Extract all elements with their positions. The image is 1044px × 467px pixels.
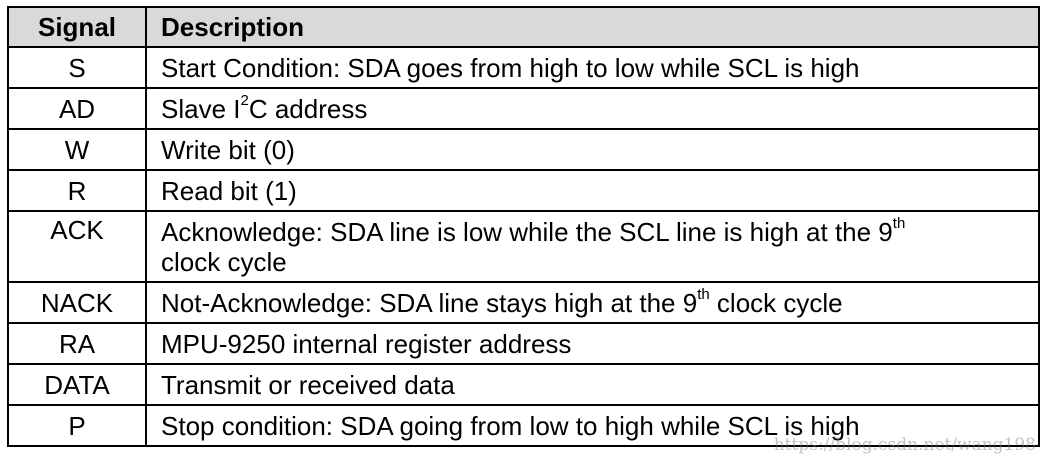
table-row: NACK Not-Acknowledge: SDA line stays hig… [7, 281, 1040, 324]
description-text: Not-Acknowledge: SDA line stays high at … [161, 287, 698, 318]
table-row: RA MPU-9250 internal register address [7, 322, 1040, 365]
description-text: clock cycle [161, 246, 287, 277]
table-row: ACK Acknowledge: SDA line is low while t… [7, 210, 1040, 283]
table-row: R Read bit (1) [7, 169, 1040, 212]
signal-cell: P [7, 404, 147, 447]
description-cell: Transmit or received data [145, 363, 1040, 406]
table-row: AD Slave I2C address [7, 87, 1040, 130]
signal-cell: S [7, 46, 147, 89]
description-cell: Acknowledge: SDA line is low while the S… [145, 210, 1040, 283]
description-cell: Start Condition: SDA goes from high to l… [145, 46, 1040, 89]
signal-column-header: Signal [7, 6, 147, 48]
superscript: 2 [240, 91, 249, 109]
description-cell: Slave I2C address [145, 87, 1040, 130]
signal-cell: W [7, 128, 147, 171]
signal-cell: NACK [7, 281, 147, 324]
signal-cell: ACK [7, 210, 147, 283]
signal-cell: R [7, 169, 147, 212]
watermark: https://blog.csdn.net/wang198 [773, 435, 1036, 455]
description-cell: Stop condition: SDA going from low to hi… [145, 404, 1040, 447]
table-row: DATA Transmit or received data [7, 363, 1040, 406]
superscript: th [697, 285, 710, 303]
table-row: S Start Condition: SDA goes from high to… [7, 46, 1040, 89]
signal-cell: AD [7, 87, 147, 130]
description-text: Slave I [161, 93, 241, 124]
table-header-row: Signal Description [7, 6, 1040, 48]
description-cell: Not-Acknowledge: SDA line stays high at … [145, 281, 1040, 324]
description-column-header: Description [145, 6, 1040, 48]
signal-cell: RA [7, 322, 147, 365]
description-cell: Read bit (1) [145, 169, 1040, 212]
superscript: th [892, 214, 906, 232]
description-text: Acknowledge: SDA line is low while the S… [161, 216, 893, 247]
table-row: P Stop condition: SDA going from low to … [7, 404, 1040, 447]
description-cell: Write bit (0) [145, 128, 1040, 171]
description-text: clock cycle [709, 287, 843, 318]
table-row: W Write bit (0) [7, 128, 1040, 171]
description-text: C address [248, 93, 368, 124]
description-cell: MPU-9250 internal register address [145, 322, 1040, 365]
signal-table: Signal Description S Start Condition: SD… [7, 6, 1040, 447]
signal-cell: DATA [7, 363, 147, 406]
